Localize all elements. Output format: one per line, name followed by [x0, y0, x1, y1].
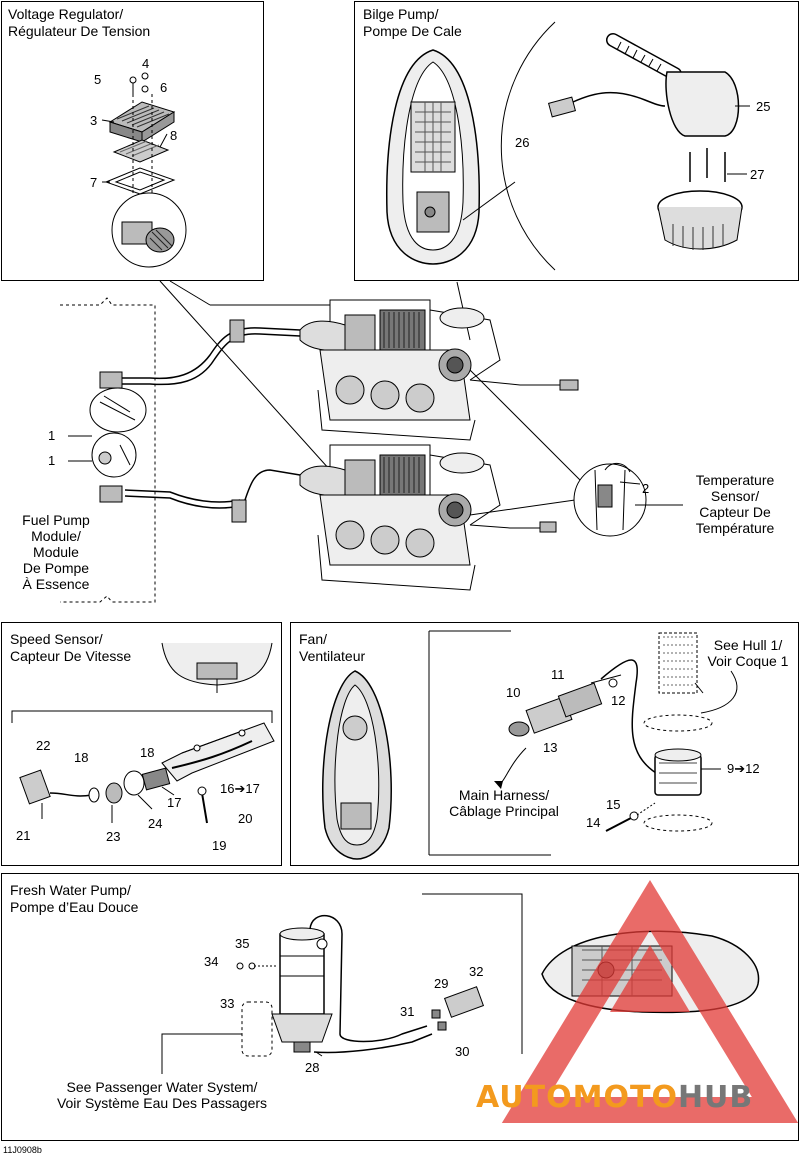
part-label-24: 24 [148, 816, 163, 831]
part-label-22: 22 [36, 738, 51, 753]
part-label-32: 32 [469, 964, 484, 979]
part-label-13: 13 [543, 740, 558, 755]
part-label-27: 27 [750, 167, 765, 182]
engine-lower [299, 444, 557, 591]
engine-drawing [60, 280, 683, 603]
voltage-regulator-title: Voltage Regulator/ Régulateur De Tension [8, 6, 151, 39]
part-label-5: 5 [94, 72, 102, 87]
fuel-pump-module-label: Fuel Pump Module/ Module De Pompe À Esse… [22, 512, 90, 592]
bilge-pump-title: Bilge Pump/ Pompe De Cale [363, 6, 462, 39]
part-label-10: 10 [506, 685, 521, 700]
part-label-8: 8 [170, 128, 178, 143]
part-label-35: 35 [235, 936, 250, 951]
part-label-33: 33 [220, 996, 235, 1011]
part-label-34: 34 [204, 954, 219, 969]
part-label-18b: 18 [140, 745, 155, 760]
part-label-7: 7 [90, 175, 98, 190]
part-label-21: 21 [16, 828, 31, 843]
watermark-auto: AUTO [476, 1080, 573, 1115]
engine-upper [299, 299, 579, 441]
drawing-code: 11J0908b [3, 1145, 42, 1155]
voltage-regulator-panel: Voltage Regulator/ Régulateur De Tension… [1, 1, 264, 281]
part-label-30: 30 [455, 1044, 470, 1059]
watermark-text: AUTOMOTOHUB [476, 1080, 753, 1115]
part-label-31: 31 [400, 1004, 415, 1019]
see-passenger-water-note: See Passenger Water System/ Voir Système… [56, 1079, 268, 1111]
fan-drawing [322, 630, 738, 860]
speed-sensor-drawing [11, 642, 275, 824]
part-label-14: 14 [586, 815, 601, 830]
see-hull-note: See Hull 1/ Voir Coque 1 [707, 637, 789, 669]
main-harness-label: Main Harness/ Câblage Principal [449, 787, 559, 819]
speed-sensor-panel: Speed Sensor/ Capteur De Vitesse 22 18 1… [1, 622, 282, 866]
part-label-3: 3 [90, 113, 98, 128]
part-label-15: 15 [606, 797, 621, 812]
part-label-1b: 1 [48, 453, 56, 468]
temperature-sensor-label: Temperature Sensor/ Capteur De Températu… [695, 472, 775, 536]
part-label-25: 25 [756, 99, 771, 114]
watermark-hub: HUB [677, 1080, 754, 1115]
part-label-6: 6 [160, 80, 168, 95]
voltage-regulator-drawing [101, 72, 187, 268]
part-label-29: 29 [434, 976, 449, 991]
bilge-pump-drawing [386, 21, 750, 271]
part-label-26: 26 [515, 135, 530, 150]
part-label-20: 20 [238, 811, 253, 826]
fan-panel: Fan/ Ventilateur 11 [290, 622, 799, 866]
part-label-19: 19 [212, 838, 227, 853]
part-label-17: 17 [167, 795, 182, 810]
part-label-11: 11 [551, 667, 565, 682]
bilge-pump-panel: Bilge Pump/ Pompe De Cale 25 26 27 [354, 1, 799, 281]
part-label-28: 28 [305, 1060, 320, 1075]
part-label-2: 2 [642, 481, 650, 496]
part-label-4: 4 [142, 56, 150, 71]
part-label-12: 12 [611, 693, 626, 708]
part-label-23: 23 [106, 829, 121, 844]
speed-sensor-title: Speed Sensor/ Capteur De Vitesse [10, 631, 132, 664]
part-label-9-12: 9➔12 [727, 761, 760, 776]
watermark-moto: MOTO [572, 1080, 678, 1115]
part-label-18a: 18 [74, 750, 89, 765]
part-label-1a: 1 [48, 428, 56, 443]
part-label-16-17: 16➔17 [220, 781, 260, 796]
fresh-water-pump-title: Fresh Water Pump/ Pompe d’Eau Douce [10, 882, 139, 915]
fan-title: Fan/ Ventilateur [299, 631, 366, 664]
